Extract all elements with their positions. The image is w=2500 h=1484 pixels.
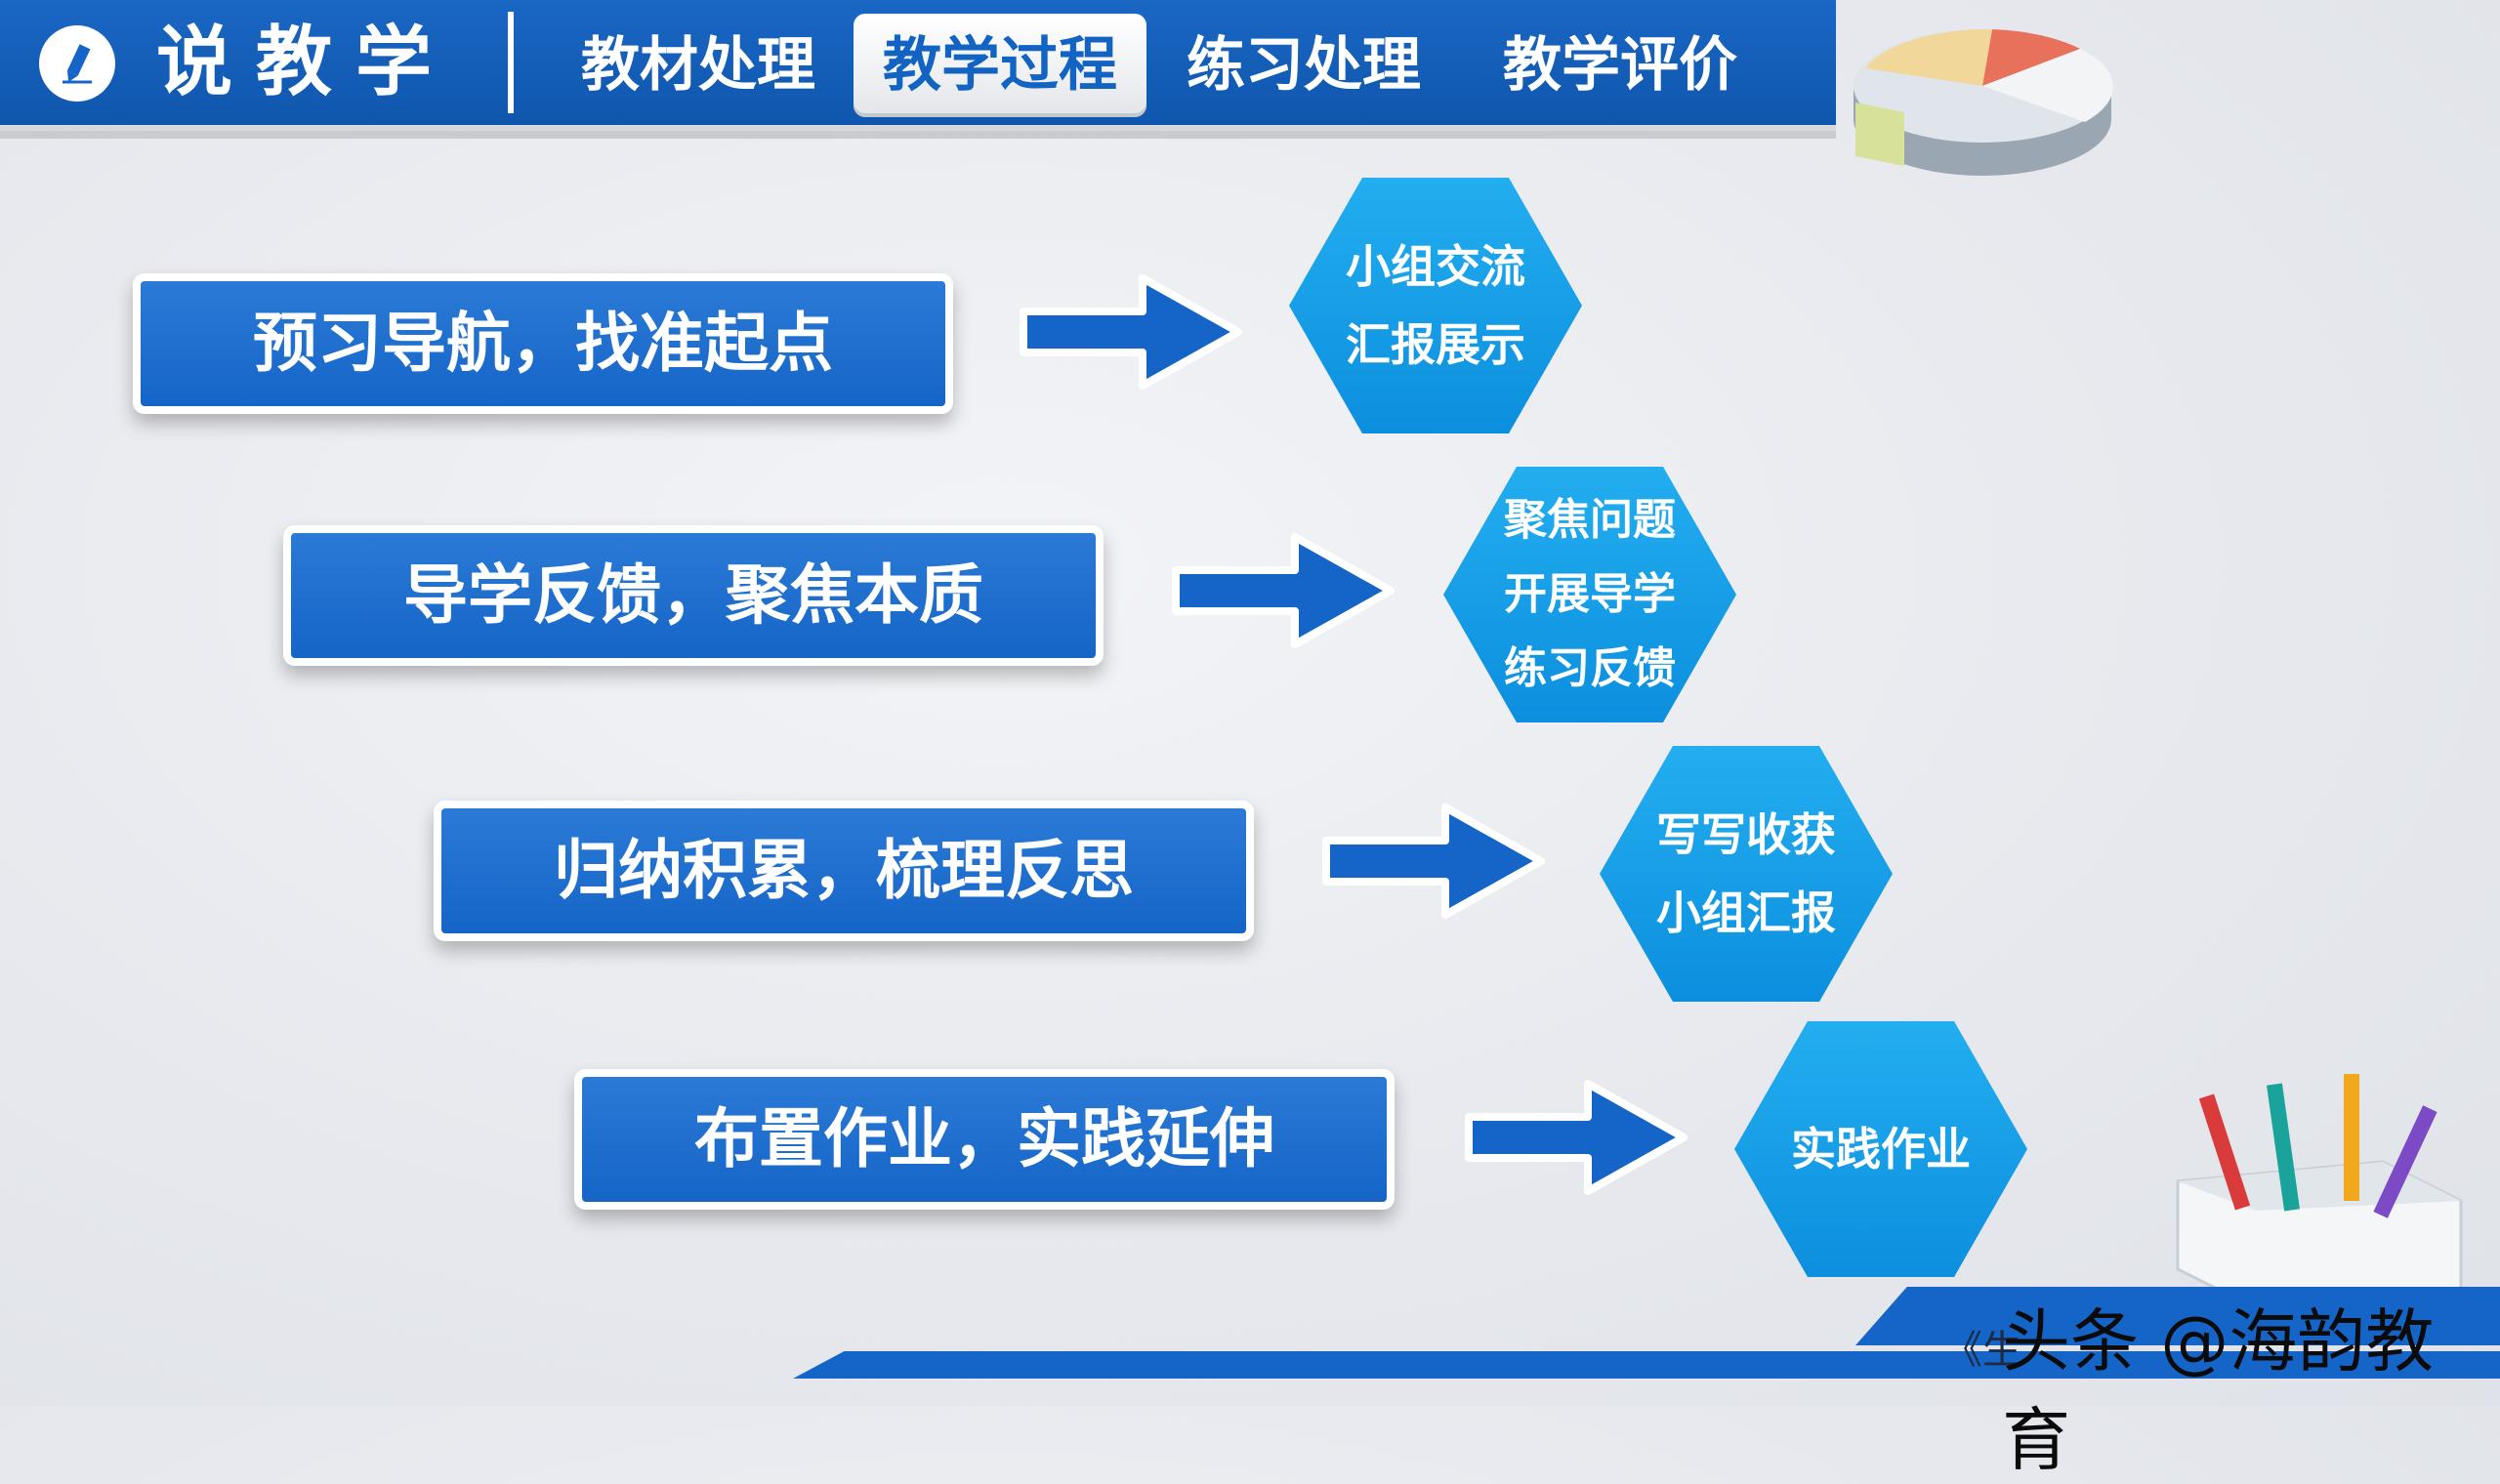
footer-accent xyxy=(1855,1287,2500,1345)
page-title: 说教学 xyxy=(156,19,456,106)
step-1-detail: 小组交流 汇报展示 xyxy=(1289,178,1582,433)
step-3-detail: 写写收获 小组汇报 xyxy=(1600,746,1893,1002)
tab-teaching-process[interactable]: 教学过程 xyxy=(854,14,1146,117)
footer-stripe xyxy=(793,1351,2500,1379)
detail-line: 实践作业 xyxy=(1791,1123,1971,1175)
arrow-right-icon xyxy=(1465,1080,1688,1195)
detail-line: 写写收获 xyxy=(1656,808,1836,861)
step-2-detail: 聚焦问题 开展导学 练习反馈 xyxy=(1443,467,1736,722)
footer-caption: 《生 xyxy=(1943,1328,2021,1373)
step-4-box: 布置作业，实践延伸 xyxy=(574,1069,1395,1210)
arrow-right-icon xyxy=(1020,274,1242,390)
tab-practice[interactable]: 练习处理 xyxy=(1187,31,1421,100)
arrow-right-icon xyxy=(1322,804,1545,919)
pencil-box-decoration xyxy=(2176,1074,2463,1308)
detail-line: 汇报展示 xyxy=(1346,318,1525,371)
pie-chart-decoration xyxy=(1854,28,2113,176)
watermark: 头条 @海韵教育 xyxy=(2002,1301,2435,1480)
tab-evaluation[interactable]: 教学评价 xyxy=(1503,31,1737,100)
step-1-box: 预习导航，找准起点 xyxy=(133,273,953,414)
step-2-box: 导学反馈，聚焦本质 xyxy=(283,525,1104,666)
pencil-icon xyxy=(39,25,115,102)
arrow-right-icon xyxy=(1172,533,1395,648)
detail-line: 小组交流 xyxy=(1346,240,1525,293)
detail-line: 小组汇报 xyxy=(1656,886,1836,939)
detail-line: 聚焦问题 xyxy=(1504,495,1676,545)
step-3-box: 归纳积累，梳理反思 xyxy=(434,801,1254,941)
header-divider xyxy=(508,12,514,113)
header-bar: 说教学 教材处理 教学过程 练习处理 教学评价 xyxy=(0,0,1836,125)
tab-textbook[interactable]: 教材处理 xyxy=(581,31,815,100)
detail-line: 开展导学 xyxy=(1504,569,1676,619)
detail-line: 练习反馈 xyxy=(1504,643,1676,693)
step-4-detail: 实践作业 xyxy=(1734,1021,2027,1277)
